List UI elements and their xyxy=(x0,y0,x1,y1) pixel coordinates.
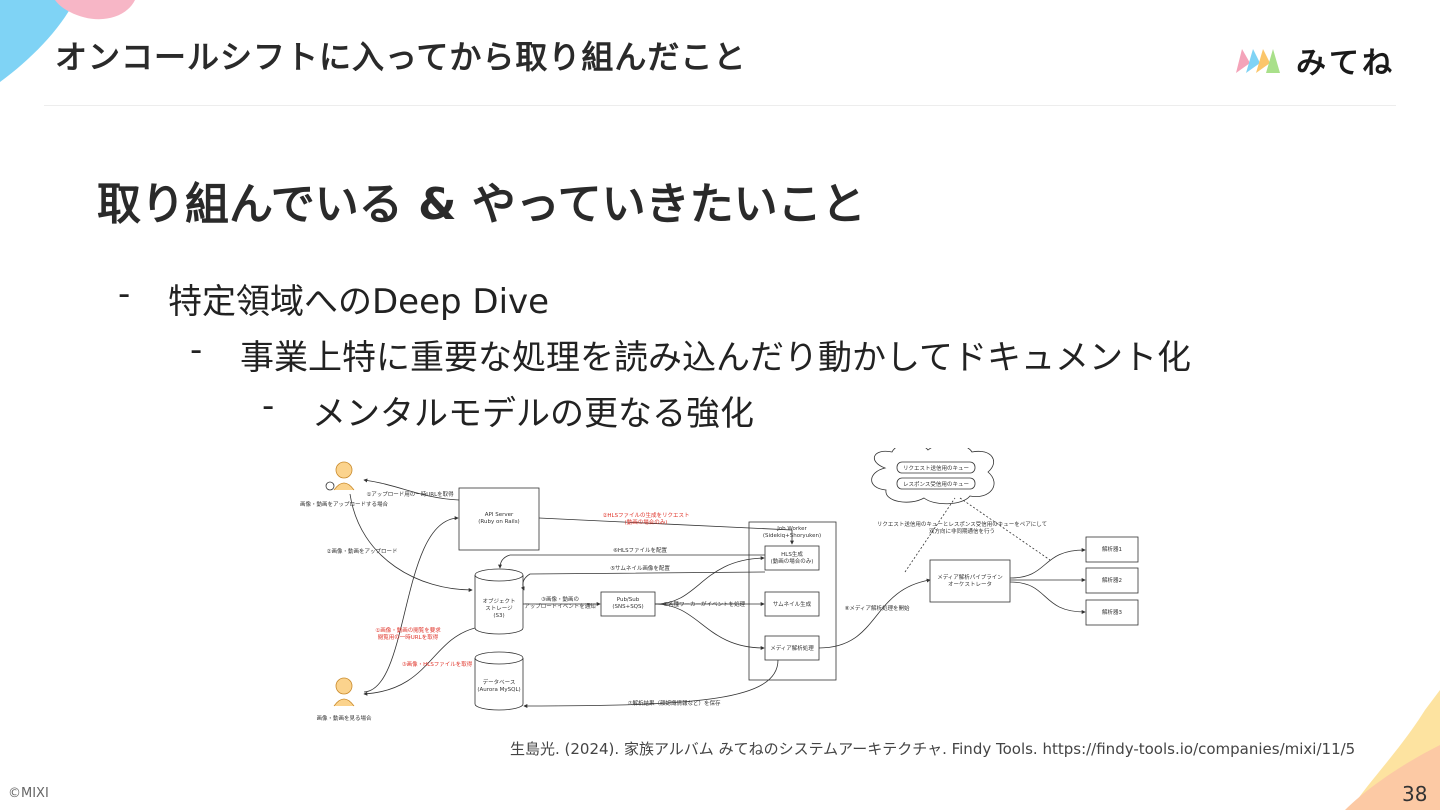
hls-box xyxy=(764,545,820,571)
step-label: ⑤サムネイル画像を配置 xyxy=(610,564,670,572)
arrow xyxy=(363,627,476,696)
queue-note: リクエスト送信用のキューとレスポンス受信用のキューをペアにして xyxy=(877,520,1047,528)
request-queue-label: リクエスト送信用のキュー xyxy=(903,464,969,472)
step-label: ①アップロード用の一時URLを取得 xyxy=(366,490,454,498)
arrow xyxy=(363,478,460,501)
architecture-diagram: 画像・動画をアップロードする場合 画像・動画を見る場合 API Server (… xyxy=(300,448,1139,722)
queue-cloud xyxy=(871,448,995,505)
user-upload-label: 画像・動画をアップロードする場合 xyxy=(300,500,388,508)
pubsub-label: Pub/Sub xyxy=(617,597,640,603)
database-label: (Aurora MySQL) xyxy=(477,687,520,693)
corner-decoration-top-left xyxy=(0,0,135,82)
analyzer-label: 解析器1 xyxy=(1102,545,1122,553)
mitene-logo: みてね xyxy=(1234,38,1395,82)
corner-decoration-bottom-right xyxy=(1345,690,1440,810)
arrow xyxy=(523,659,779,708)
red-step-label: (動画の場合のみ) xyxy=(625,518,668,526)
red-step-label: ②HLSファイルの生成をリクエスト xyxy=(602,511,689,519)
job-worker-label: Job Worker xyxy=(776,526,807,532)
header-divider xyxy=(44,105,1396,106)
arrow xyxy=(1009,581,1086,614)
response-queue-label: レスポンス受信用のキュー xyxy=(903,480,969,488)
citation: 生島光. (2024). 家族アルバム みてねのシステムアーキテクチャ. Fin… xyxy=(510,740,1356,758)
arrow xyxy=(349,493,473,592)
object-storage-label: (S3) xyxy=(493,613,504,619)
step-label: アップロードイベントを通知 xyxy=(524,602,596,610)
bullet-dash: - xyxy=(118,274,131,314)
red-step-label: 閲覧用の一時URLを取得 xyxy=(378,633,439,641)
section-title: 取り組んでいる & やっていきたいこと xyxy=(97,179,866,230)
logo-text: みてね xyxy=(1296,46,1395,81)
orchestrator-label: メディア解析パイプライン xyxy=(937,573,1003,581)
bullet-item-level2: - 事業上特に重要な処理を読み込んだり動かしてドキュメント化 xyxy=(190,330,1191,379)
database-label: データベース xyxy=(483,678,516,686)
object-storage-label: ストレージ xyxy=(485,605,513,612)
hls-label: (動画の場合のみ) xyxy=(771,557,814,565)
bullet-text: 特定領域へのDeep Dive xyxy=(168,282,550,322)
dashed-link xyxy=(904,497,1051,573)
thumbnail-box xyxy=(764,591,820,617)
api-server-box xyxy=(458,487,540,551)
arrow xyxy=(538,517,794,545)
analyzer-box xyxy=(1085,599,1139,626)
step-label: ⑦解析結果（顔認識情報など）を保存 xyxy=(628,699,721,707)
step-label: ②画像・動画をアップロード xyxy=(327,547,398,555)
request-queue-box xyxy=(896,461,976,474)
object-storage-label: オブジェクト xyxy=(482,597,515,605)
arrow xyxy=(363,516,459,693)
analyzer-label: 解析器3 xyxy=(1102,608,1123,616)
bullet-dash: - xyxy=(190,330,203,370)
analyzer-box xyxy=(1085,536,1139,563)
object-storage-cylinder xyxy=(474,568,524,635)
bullet-item-level1: - 特定領域へのDeep Dive xyxy=(118,274,549,323)
bullet-text: 事業上特に重要な処理を読み込んだり動かしてドキュメント化 xyxy=(240,338,1191,378)
media-analysis-label: メディア解析処理 xyxy=(770,644,814,652)
copyright: ©MIXI xyxy=(8,786,49,801)
job-worker-label: (Sidekiq+Shoryuken) xyxy=(763,533,821,539)
arrow xyxy=(520,571,766,591)
arrow xyxy=(1009,548,1086,579)
queue-note: 双方向に非同期通信を行う xyxy=(929,527,995,535)
bullet-item-level3: - メンタルモデルの更なる強化 xyxy=(262,386,754,435)
bullet-text: メンタルモデルの更なる強化 xyxy=(312,394,754,434)
red-step-label: ③画像・HLSファイルを取得 xyxy=(402,660,473,668)
arrow xyxy=(654,603,765,650)
api-server-sub-label: (Ruby on Rails) xyxy=(478,519,519,525)
thumbnail-label: サムネイル生成 xyxy=(773,600,812,608)
arrow xyxy=(654,556,765,605)
hls-label: HLS生成 xyxy=(781,550,803,558)
database-cylinder xyxy=(474,651,524,711)
bullet-dash: - xyxy=(262,386,275,426)
step-label: ⑥HLSファイルを配置 xyxy=(613,547,668,554)
arrow xyxy=(498,554,765,569)
step-label: ③画像・動画の xyxy=(541,595,579,603)
pubsub-label: (SNS+SQS) xyxy=(612,604,643,610)
job-worker-box xyxy=(748,521,837,681)
arrow xyxy=(818,578,931,649)
step-label: ④各種ワーカーがイベントを処理 xyxy=(663,600,745,608)
orchestrator-box xyxy=(929,559,1011,603)
page-number: 38 xyxy=(1402,782,1428,806)
analyzer-label: 解析器2 xyxy=(1102,576,1122,584)
page-title: オンコールシフトに入ってから取り組んだこと xyxy=(55,38,747,76)
api-server-label: API Server xyxy=(485,512,514,518)
step-label: ⑧メディア解析処理を開始 xyxy=(844,604,910,612)
red-step-label: ①画像・動画の閲覧を要求 xyxy=(375,626,441,634)
response-queue-box xyxy=(896,477,976,490)
analyzer-box xyxy=(1085,567,1139,594)
user-upload-icon xyxy=(325,461,355,491)
logo-mark-icon xyxy=(1236,49,1280,73)
orchestrator-label: オーケストレータ xyxy=(948,580,992,588)
user-view-label: 画像・動画を見る場合 xyxy=(316,714,372,722)
user-view-icon xyxy=(333,677,355,707)
